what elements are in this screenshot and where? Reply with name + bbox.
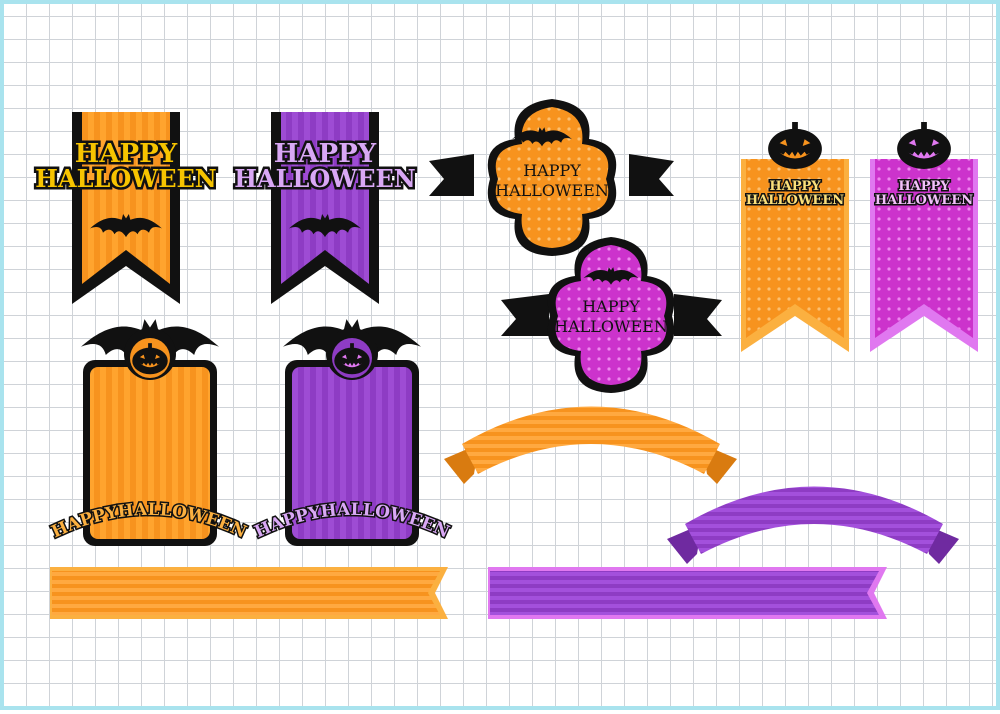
orange-vertical-banner: HAPPY HALLOWEEN	[33, 112, 219, 304]
purple-arched-ribbon	[667, 486, 959, 564]
banner-happy-text: HAPPY	[75, 139, 178, 169]
label-happy-text: HAPPY	[523, 161, 581, 180]
orange-diamond-label: HAPPY HALLOWEEN	[429, 99, 674, 256]
halloween-graphics: HAPPY HALLOWEEN HAPPY HALLOWEEN HAPPY HA…	[33, 99, 978, 619]
purple-bat-tag: HAPPYHALLOWEEN	[250, 319, 454, 546]
banner-happy-text: HAPPY	[274, 139, 377, 169]
label-happy-text: HAPPY	[582, 297, 640, 316]
purple-vertical-banner: HAPPY HALLOWEEN	[232, 112, 418, 304]
flag-happy-text: HAPPY	[898, 179, 950, 194]
pumpkin-icon	[768, 122, 822, 170]
orange-straight-ribbon	[50, 567, 448, 619]
banner-halloween-text: HALLOWEEN	[234, 164, 415, 193]
flag-happy-text: HAPPY	[769, 179, 821, 194]
pumpkin-icon	[897, 122, 951, 170]
orange-pumpkin-flag: HAPPY HALLOWEEN	[741, 122, 849, 352]
label-halloween-text: HALLOWEEN	[495, 181, 609, 200]
purple-straight-ribbon	[488, 567, 887, 619]
magenta-diamond-label: HAPPY HALLOWEEN	[501, 237, 722, 393]
flag-halloween-text: HALLOWEEN	[746, 193, 844, 208]
orange-bat-tag: HAPPYHALLOWEEN	[47, 319, 251, 546]
label-halloween-text: HALLOWEEN	[554, 317, 668, 336]
flag-halloween-text: HALLOWEEN	[875, 193, 973, 208]
banner-halloween-text: HALLOWEEN	[35, 164, 216, 193]
magenta-pumpkin-flag: HAPPY HALLOWEEN	[870, 122, 978, 352]
orange-arched-ribbon	[444, 406, 737, 484]
